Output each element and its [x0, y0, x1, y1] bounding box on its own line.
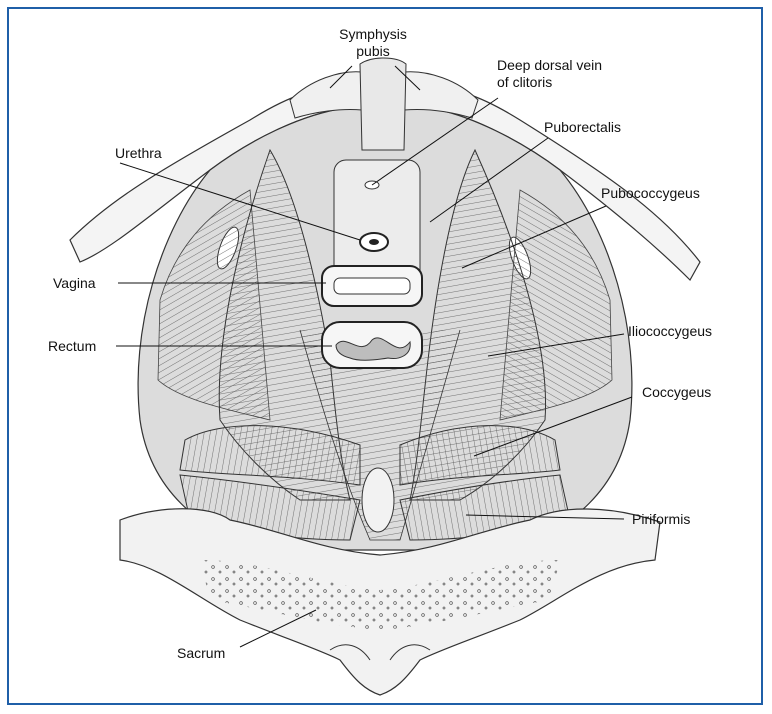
label-pubococcygeus: Pubococcygeus — [601, 185, 700, 201]
label-iliococcygeus: Iliococcygeus — [628, 323, 712, 339]
label-rectum: Rectum — [48, 338, 96, 354]
label-sacrum: Sacrum — [177, 645, 225, 661]
label-symphysis-1: Symphysis — [339, 26, 407, 42]
label-symphysis-2: pubis — [356, 43, 389, 59]
symphysis-center — [360, 58, 406, 150]
label-vagina: Vagina — [53, 275, 96, 291]
label-deep-dorsal-1: Deep dorsal vein — [497, 57, 602, 73]
label-deep-dorsal-2: of clitoris — [497, 74, 552, 90]
label-urethra: Urethra — [115, 145, 162, 161]
label-piriformis: Piriformis — [632, 511, 690, 527]
label-puborectalis: Puborectalis — [544, 119, 621, 135]
label-coccygeus: Coccygeus — [642, 384, 711, 400]
